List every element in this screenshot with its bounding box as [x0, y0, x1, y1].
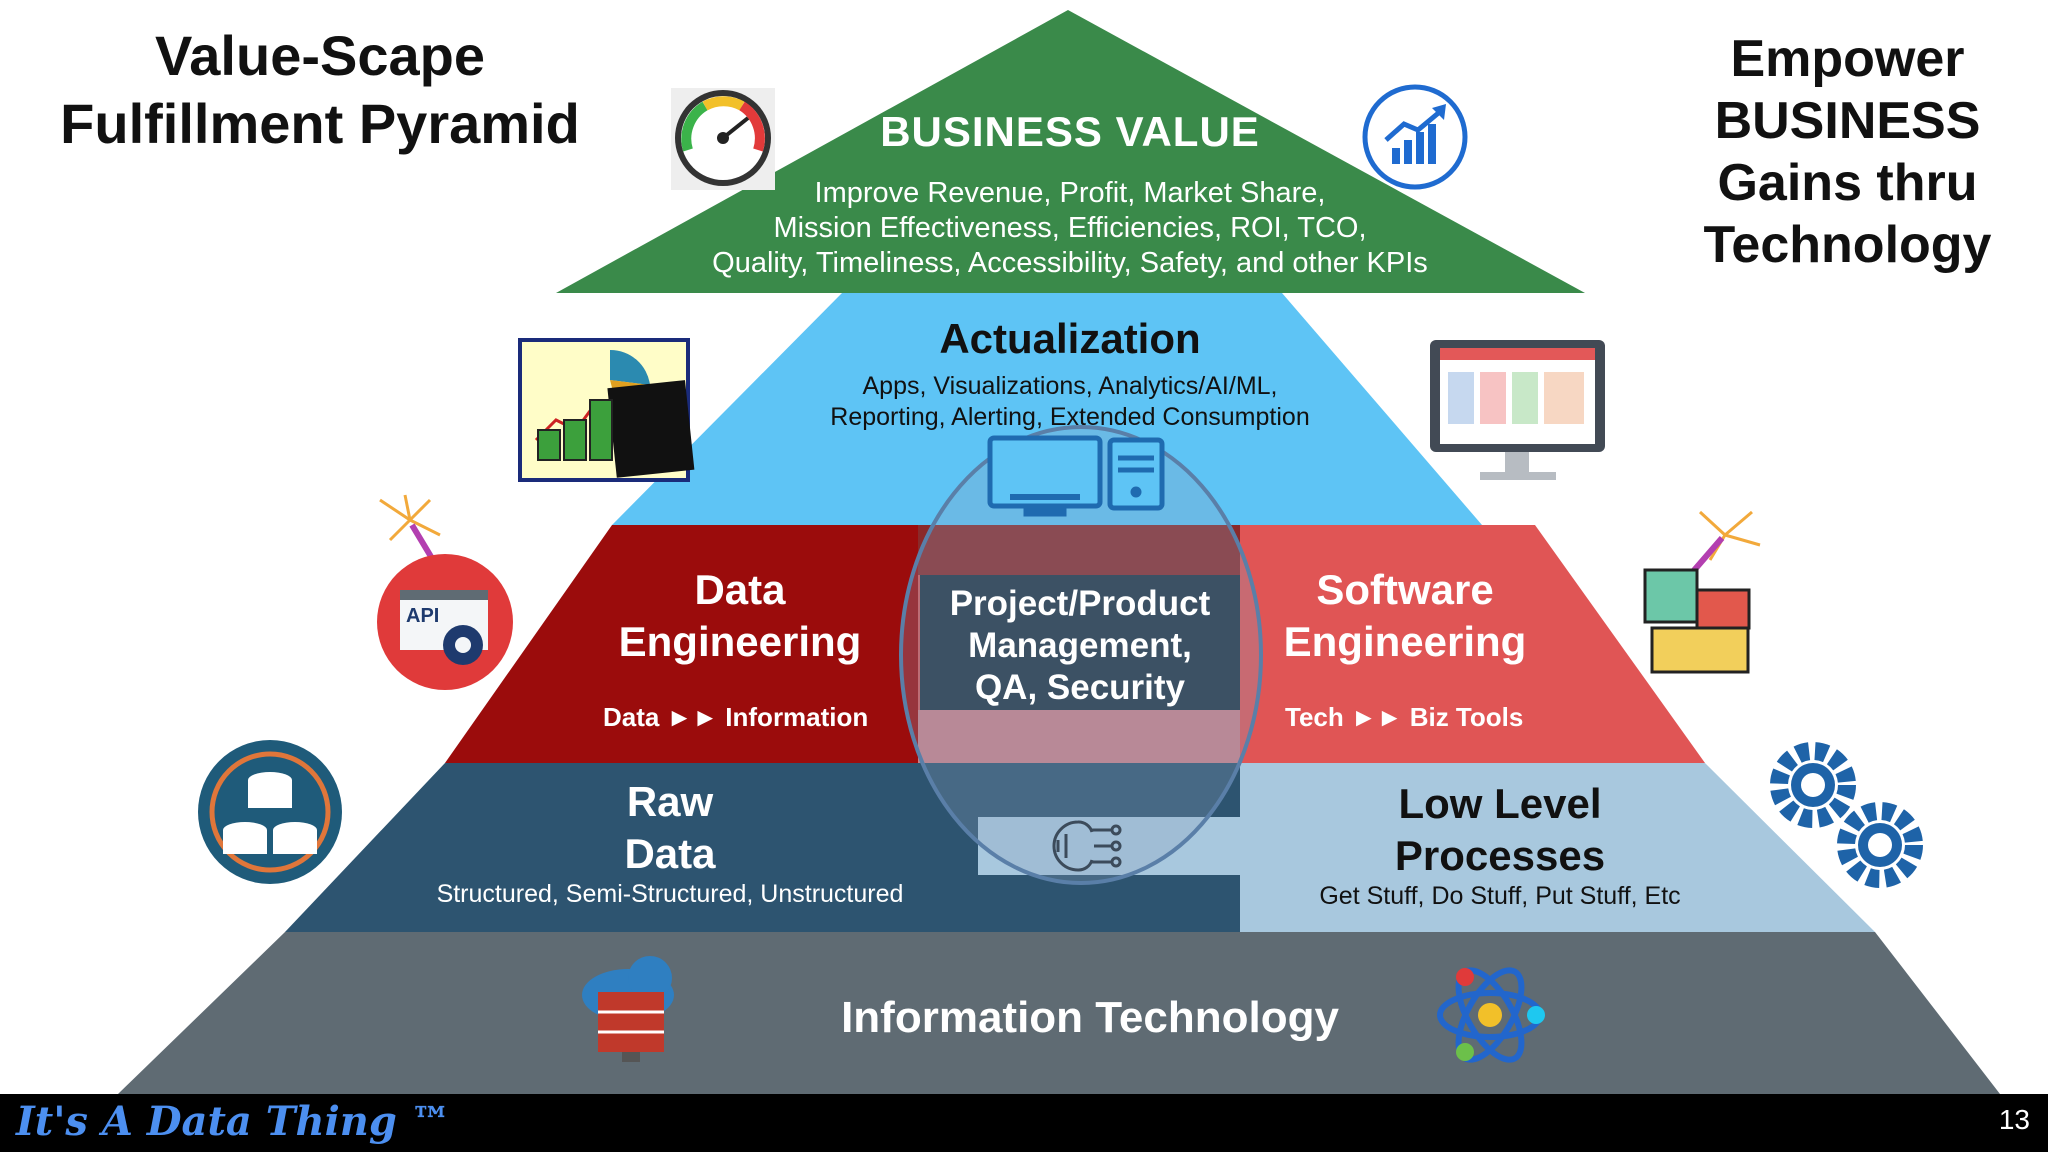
tagline-line-1: Empower — [1730, 30, 1965, 88]
page-number: 13 — [1998, 1104, 2030, 1135]
flow-to-information: Information — [725, 702, 869, 732]
flow-from-tech: Tech — [1285, 702, 1344, 732]
tier-business-value — [556, 10, 1585, 293]
tagline-line-3: Gains thru — [1717, 154, 1978, 212]
tagline: Empower BUSINESS Gains thru Technology — [1670, 28, 2025, 276]
tagline-line-4: Technology — [1703, 216, 1992, 274]
low-level-subtitle: Get Stuff, Do Stuff, Put Stuff, Etc — [1319, 882, 1681, 910]
title-line-1: Value-Scape — [155, 24, 485, 87]
flow-arrow: ►► — [1351, 702, 1403, 732]
data-engineering-title-line-1: Data — [694, 566, 786, 613]
title-line-2: Fulfillment Pyramid — [60, 92, 580, 155]
actualization-line-2: Reporting, Alerting, Extended Consumptio… — [830, 403, 1310, 431]
tier-actualization — [612, 293, 1482, 525]
cloud-server-icon — [582, 956, 674, 1062]
dashboard-monitor-icon — [1430, 340, 1605, 480]
data-engineering-title-line-2: Engineering — [618, 618, 862, 665]
pm-line-3: QA, Security — [974, 668, 1186, 707]
flow-arrow: ►► — [666, 702, 719, 732]
brand-logo: It's A Data Thing ™ — [16, 1098, 451, 1145]
atom-icon — [1437, 967, 1545, 1063]
tier-data-engineering — [445, 525, 920, 763]
business-value-line-1: Improve Revenue, Profit, Market Share, — [814, 177, 1326, 209]
pm-line-1: Project/Product — [949, 584, 1211, 623]
circuit-chip-icon — [1052, 820, 1122, 872]
flow-to-biz-tools: Biz Tools — [1409, 702, 1524, 732]
raw-data-title-line-2: Data — [624, 830, 716, 877]
pm-band-bottom — [918, 710, 1240, 763]
tier-low-level-processes — [1240, 763, 1875, 932]
business-value-title: BUSINESS VALUE — [880, 108, 1260, 155]
pm-overlay-ellipse — [899, 425, 1263, 885]
tier-raw-data — [285, 763, 1240, 932]
software-engineering-title-line-1: Software — [1316, 566, 1494, 613]
database-icon — [198, 740, 342, 884]
low-level-title-line-1: Low Level — [1398, 780, 1602, 827]
building-blocks-icon — [1643, 510, 1761, 674]
growth-chart-icon — [1362, 84, 1468, 190]
software-engineering-title-line-2: Engineering — [1283, 618, 1527, 665]
actualization-title: Actualization — [939, 315, 1201, 362]
diagram-title: Value-Scape Fulfillment Pyramid — [20, 22, 620, 158]
flow-from-data: Data — [603, 702, 660, 732]
business-value-line-2: Mission Effectiveness, Efficiencies, ROI… — [773, 212, 1367, 244]
actualization-line-1: Apps, Visualizations, Analytics/AI/ML, — [862, 372, 1278, 400]
tier-software-engineering — [1238, 525, 1705, 763]
svg-text:API: API — [406, 605, 439, 627]
raw-data-title-line-1: Raw — [626, 778, 714, 825]
software-engineering-flow: Tech ►► Biz Tools — [1285, 702, 1523, 733]
low-level-title-line-2: Processes — [1394, 832, 1606, 879]
gears-icon — [1770, 742, 1923, 888]
footer-bar — [0, 1094, 2048, 1152]
finance-charts-icon — [518, 338, 695, 482]
business-value-line-3: Quality, Timeliness, Accessibility, Safe… — [712, 247, 1428, 279]
raw-data-subtitle: Structured, Semi-Structured, Unstructure… — [436, 880, 904, 908]
tier-information-technology — [118, 932, 2000, 1094]
gauge-icon — [671, 88, 775, 190]
pm-line-2: Management, — [968, 626, 1192, 665]
api-gear-icon: API — [377, 494, 513, 690]
tagline-line-2: BUSINESS — [1714, 92, 1981, 150]
data-engineering-flow: Data ►► Information — [603, 702, 868, 733]
pm-band-top — [918, 525, 1240, 575]
desktop-computer-icon — [987, 435, 1165, 517]
information-technology-title: Information Technology — [841, 993, 1339, 1042]
pm-box — [920, 575, 1240, 710]
